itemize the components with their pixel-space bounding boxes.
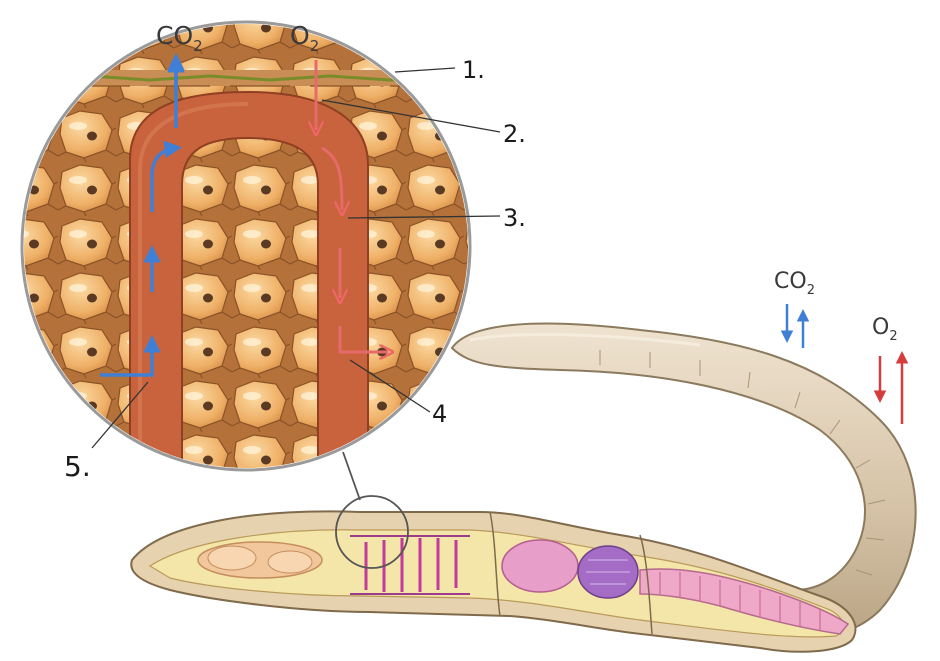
callout-3: 3. (503, 204, 526, 232)
co2-side-label: CO2 (774, 269, 815, 298)
callout-5: 5. (64, 450, 91, 483)
o2-main-label: O2 (290, 21, 319, 55)
crop (502, 540, 578, 592)
o2-side-label: O2 (872, 315, 898, 344)
magnified-view (20, 20, 472, 472)
co2-side-arrows (787, 304, 803, 348)
callout-4: 4 (432, 400, 447, 428)
callout-1: 1. (462, 56, 485, 84)
o2-side-arrows (880, 356, 902, 424)
callout-2: 2. (503, 120, 526, 148)
co2-main-label: CO2 (156, 21, 203, 55)
